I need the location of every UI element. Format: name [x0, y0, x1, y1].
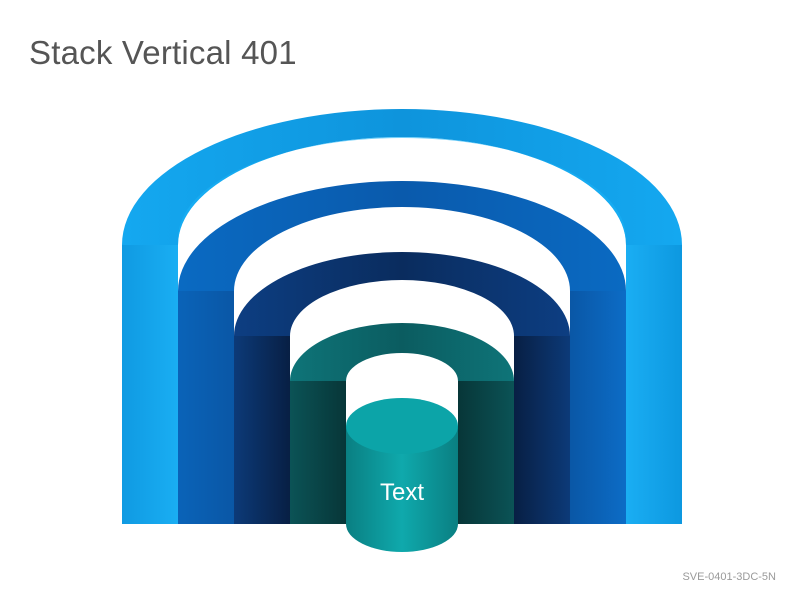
layer-2-left-face — [178, 291, 234, 524]
layer-5-cylinder — [346, 398, 458, 552]
layer-3 — [234, 252, 570, 524]
layer-1-top — [122, 109, 682, 245]
layer-5-body — [346, 426, 458, 552]
layer-3-right-face — [514, 336, 570, 524]
layer-1-left-face — [122, 245, 178, 524]
layer-3-label: Text — [380, 293, 424, 320]
layer-1-label: Text — [380, 147, 424, 174]
slide-code: SVE-0401-3DC-5N — [682, 571, 776, 583]
layer-4-top — [290, 323, 514, 381]
layer-2-right-face — [570, 291, 626, 524]
page-title: Stack Vertical 401 — [29, 34, 297, 71]
layer-4-label: Text — [380, 365, 424, 392]
layer-3-left-face — [234, 336, 290, 524]
layer-1 — [122, 109, 682, 524]
layer-5-top — [346, 398, 458, 454]
layer-1-right-face — [626, 245, 682, 524]
layer-3-top — [234, 252, 570, 336]
layer-4-left-face — [290, 381, 346, 524]
layer-4-right-face — [458, 381, 514, 524]
layer-2-top — [178, 181, 626, 291]
layer-2 — [178, 181, 626, 524]
layer-5-label: Text — [380, 479, 424, 506]
layer-4 — [290, 323, 514, 524]
layer-2-label: Text — [380, 220, 424, 247]
